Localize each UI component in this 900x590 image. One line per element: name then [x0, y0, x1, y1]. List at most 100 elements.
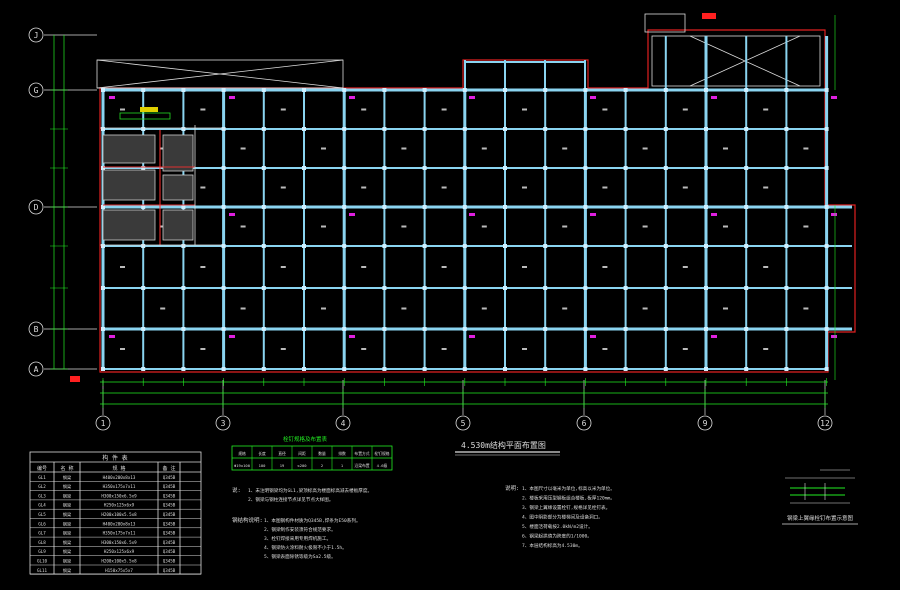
axis-label: 6	[582, 419, 587, 428]
beam-mark	[200, 186, 206, 189]
column-node	[342, 367, 347, 371]
legend-cell: GL9	[38, 549, 46, 554]
column-node	[342, 327, 347, 331]
stud-head: 间距	[298, 451, 306, 456]
legend-cell: GL8	[38, 540, 46, 545]
column-node	[543, 166, 548, 170]
axis-label: 4	[341, 419, 346, 428]
beam-mark	[522, 108, 527, 111]
stud-cell: ≤200	[297, 463, 307, 468]
stud-cell: 沿梁布置	[354, 463, 369, 468]
axis-label: 12	[820, 419, 830, 428]
column-node	[744, 367, 749, 371]
column-node	[302, 88, 306, 92]
column-tag	[469, 96, 475, 99]
plan-title-block: 4.530m结构平面布置图	[455, 440, 560, 456]
column-node	[141, 367, 146, 371]
beam-mark	[602, 186, 608, 189]
column-node	[382, 286, 387, 290]
column-node	[784, 244, 789, 248]
axis-bubble	[28, 361, 44, 377]
axis-label: A	[34, 365, 39, 374]
column-node	[221, 327, 226, 331]
beam-mark	[562, 307, 568, 310]
column-node	[623, 88, 628, 92]
column-node	[663, 127, 668, 131]
legend-cell: Q345B	[163, 493, 176, 498]
column-node	[663, 205, 668, 209]
legend-cell: GL3	[38, 493, 46, 498]
beam-mark	[522, 186, 527, 189]
legend-cell: H300x150x6.5x9	[101, 540, 137, 545]
column-node	[342, 88, 347, 92]
column-node	[342, 127, 347, 131]
beam-mark	[240, 225, 246, 228]
column-node	[503, 166, 507, 170]
stud-table: 栓钉规格及布置表 规格Φ19x100长度100直径19间距≤200数量2排数1布…	[231, 435, 393, 471]
beam-mark	[481, 307, 487, 310]
column-node	[824, 286, 829, 290]
legend-cell: Q345B	[163, 549, 176, 554]
beam-mark	[763, 266, 769, 268]
column-node	[422, 367, 427, 371]
column-node	[302, 244, 306, 248]
column-node	[583, 244, 588, 248]
column-node	[462, 286, 467, 290]
note-line: 7、本层结构标高为4.530m。	[522, 542, 583, 549]
stud-table-title: 栓钉规格及布置表	[283, 435, 328, 443]
beam-mark	[763, 186, 769, 189]
column-node	[744, 127, 749, 131]
legend-cell: Q345B	[163, 568, 176, 573]
axis-bubble	[817, 415, 833, 431]
note-line: 2、钢梁与钢柱连接节点详见节点大样图。	[248, 496, 333, 503]
column-node	[422, 327, 427, 331]
legend-cell: Q345B	[163, 559, 176, 564]
legend-cell: Q345B	[163, 540, 176, 545]
column-node	[583, 327, 588, 331]
column-node	[382, 166, 387, 170]
column-tag	[711, 335, 717, 338]
column-node	[302, 327, 306, 331]
column-node	[583, 286, 588, 290]
column-node	[422, 166, 427, 170]
axis-bubble	[576, 415, 592, 431]
column-node	[503, 127, 507, 131]
legend-cell: 钢梁	[63, 483, 72, 490]
beam-mark	[280, 108, 286, 111]
column-node	[302, 166, 306, 170]
stud-head: 排数	[338, 451, 346, 456]
column-node	[663, 367, 668, 371]
legend-cell: GL4	[38, 503, 46, 508]
axis-label: 5	[461, 419, 466, 428]
column-node	[543, 367, 548, 371]
legend-cell: H200x100x5.5x8	[101, 559, 137, 564]
column-node	[422, 205, 427, 209]
note-line: 1、本图钢构件材质为Q345B,焊条为E50系列。	[264, 517, 361, 524]
column-node	[101, 88, 105, 92]
column-node	[623, 127, 628, 131]
beam-mark	[803, 225, 809, 228]
column-node	[784, 327, 789, 331]
column-tag	[711, 213, 717, 216]
column-node	[342, 166, 347, 170]
column-node	[141, 286, 146, 290]
column-node	[744, 88, 749, 92]
column-node	[382, 327, 387, 331]
column-node	[261, 327, 266, 331]
column-tag	[469, 335, 475, 338]
top-right-opening	[644, 13, 821, 87]
axis-bubble	[28, 27, 44, 43]
top-left-openings	[96, 59, 344, 89]
notes-right-label: 说明:	[505, 484, 519, 492]
legend-head-spec: 规 格	[112, 465, 125, 472]
column-node	[382, 127, 387, 131]
legend-cell: Q345B	[163, 503, 176, 508]
beam-mark	[481, 147, 487, 150]
column-node	[141, 205, 146, 209]
note-line: 2、楼板采用压型钢板组合楼板,板厚120mm。	[522, 495, 615, 502]
column-node	[704, 205, 708, 209]
beam-mark	[200, 266, 206, 268]
column-node	[503, 244, 507, 248]
